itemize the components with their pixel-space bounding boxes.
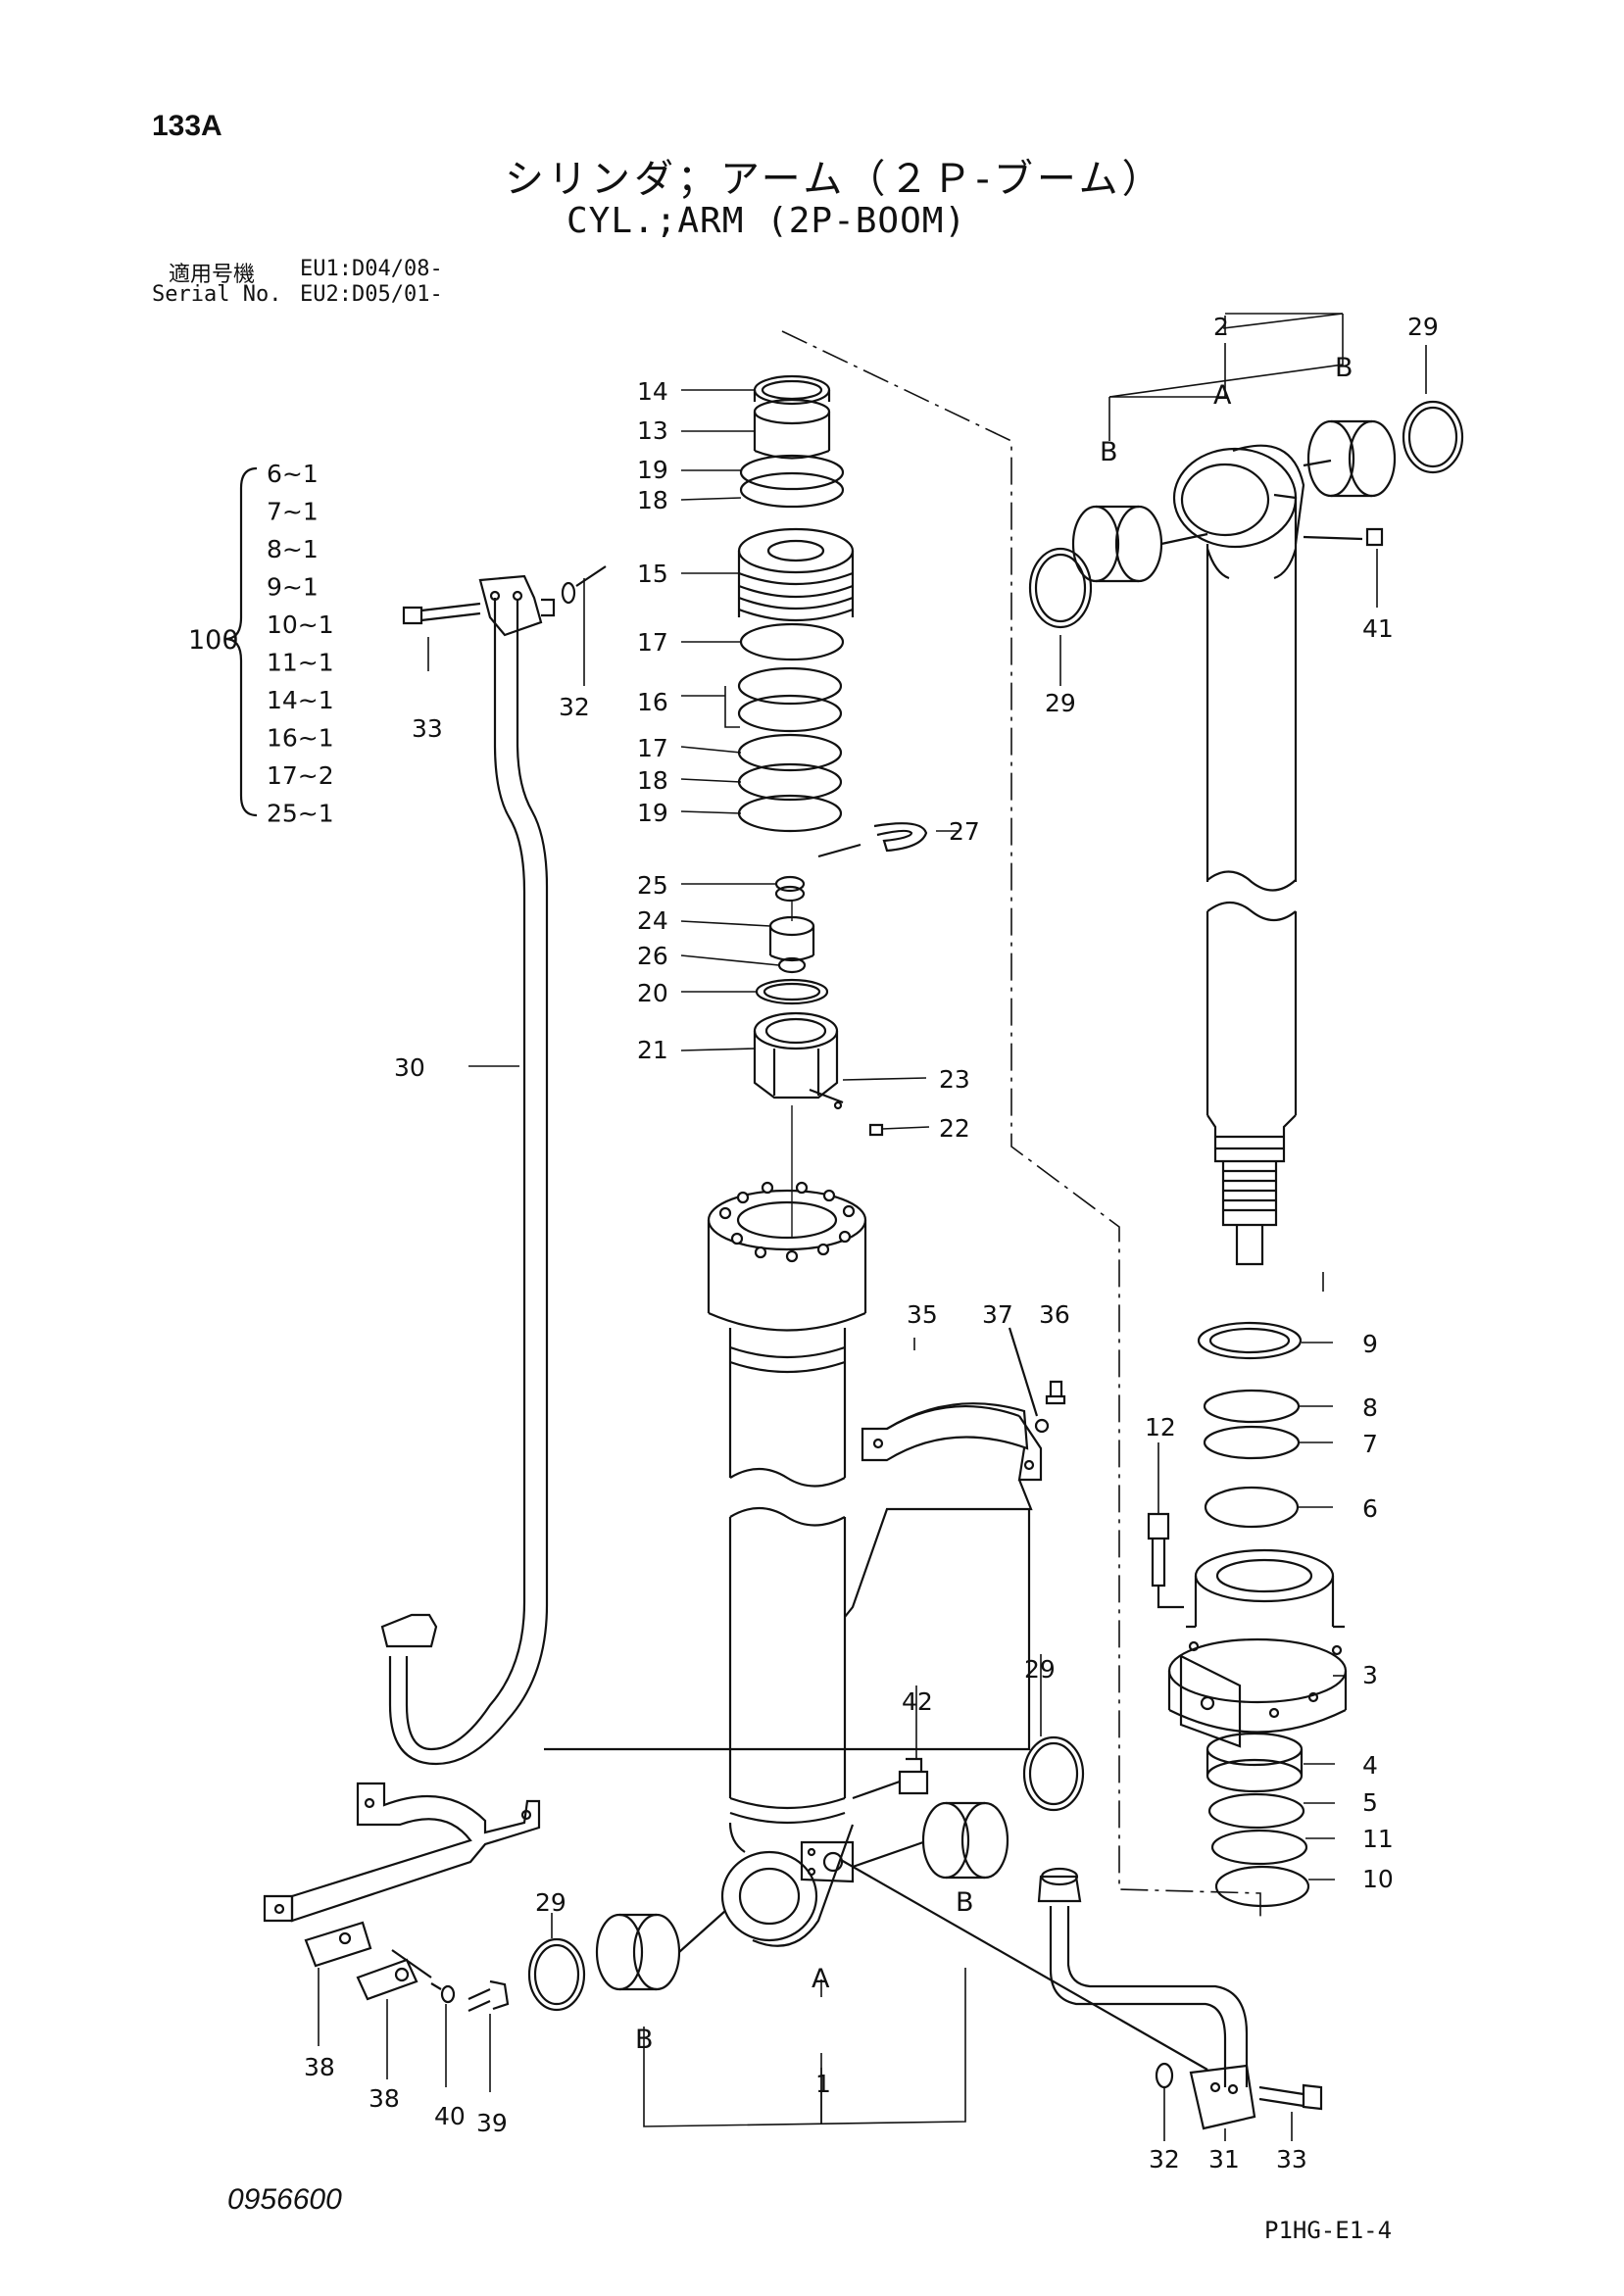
callout-33: 33 xyxy=(412,714,443,743)
callout-29a: 29 xyxy=(1407,313,1439,341)
callout-18: 18 xyxy=(637,486,668,514)
cylinder-head xyxy=(1147,1512,1348,1748)
pipe-31 xyxy=(1037,1867,1323,2130)
callout-33b: 33 xyxy=(1276,2145,1307,2174)
callout-21: 21 xyxy=(637,1036,668,1064)
kit-number: 100 xyxy=(188,625,239,656)
callout-1: 1 xyxy=(815,2070,831,2098)
callout-18b: 18 xyxy=(637,766,668,795)
callout-6: 6 xyxy=(1362,1494,1378,1523)
callout-41: 41 xyxy=(1362,614,1394,643)
callout-15: 15 xyxy=(637,560,668,588)
piston-rod xyxy=(1172,444,1384,1266)
kit-item: 10~1 xyxy=(267,611,334,639)
callout-39: 39 xyxy=(476,2109,508,2137)
head-seals xyxy=(1197,1321,1303,1529)
callout-17: 17 xyxy=(637,628,668,657)
callout-10: 10 xyxy=(1362,1865,1394,1893)
kit-item: 14~1 xyxy=(267,686,334,714)
letter-b-top-right: B xyxy=(1335,353,1353,383)
letter-a-top: A xyxy=(1213,380,1232,411)
callout-27: 27 xyxy=(949,817,980,846)
assembly-dash-lines xyxy=(781,330,1324,1919)
callout-labels: 14 13 19 18 15 17 16 17 18 19 27 25 24 2… xyxy=(304,313,1439,2174)
title-english: CYL.;ARM (2P-BOOM) xyxy=(566,201,967,241)
kit-item: 6~1 xyxy=(267,460,319,488)
callout-38b: 38 xyxy=(369,2084,400,2113)
kit-item: 16~1 xyxy=(267,724,334,753)
callout-19b: 19 xyxy=(637,799,668,827)
pipe-30 xyxy=(380,565,607,1766)
callout-16: 16 xyxy=(637,688,668,716)
rod-bushings xyxy=(1028,400,1464,629)
callout-17b: 17 xyxy=(637,734,668,762)
callout-37: 37 xyxy=(982,1300,1013,1329)
callout-3: 3 xyxy=(1362,1661,1378,1689)
kit-item: 25~1 xyxy=(267,800,334,828)
callout-42: 42 xyxy=(902,1687,933,1716)
callout-24: 24 xyxy=(637,906,668,935)
callout-13: 13 xyxy=(637,416,668,445)
callout-25: 25 xyxy=(637,871,668,900)
serial-label-en: Serial No. xyxy=(152,282,282,307)
letter-b-bottom-left: B xyxy=(635,2025,654,2055)
callout-7: 7 xyxy=(1362,1430,1378,1458)
callout-2: 2 xyxy=(1213,313,1229,341)
leader-lines xyxy=(318,316,1427,2141)
callout-5: 5 xyxy=(1362,1788,1378,1817)
kit-item: 17~2 xyxy=(267,761,334,790)
kit-item: 9~1 xyxy=(267,573,319,602)
band-clamp-35 xyxy=(844,1327,1066,1618)
callout-30: 30 xyxy=(394,1053,425,1082)
callout-32: 32 xyxy=(559,693,590,721)
callout-14: 14 xyxy=(637,377,668,406)
serial-label-jp: 適用号機 xyxy=(169,263,256,287)
callout-11: 11 xyxy=(1362,1825,1394,1853)
letter-b-bottom-right: B xyxy=(956,1887,974,1918)
page-code: P1HG-E1-4 xyxy=(1264,2217,1393,2244)
callout-35: 35 xyxy=(907,1300,938,1329)
callout-12: 12 xyxy=(1145,1413,1176,1441)
callout-36: 36 xyxy=(1039,1300,1070,1329)
letter-a-bottom: A xyxy=(812,1964,830,1994)
callout-31: 31 xyxy=(1208,2145,1240,2174)
kit-bracket: 100 6~1 7~1 8~1 9~1 10~1 11~1 14~1 16~1 17~2 25~1 xyxy=(188,460,334,828)
kit-item-list: 6~1 7~1 8~1 9~1 10~1 11~1 14~1 16~1 17~2 25~1 xyxy=(267,460,334,828)
document-number: 0956600 xyxy=(227,2183,342,2216)
serial-eu2: EU2:D05/01- xyxy=(300,282,443,307)
callout-29d: 29 xyxy=(535,1888,566,1917)
callout-20: 20 xyxy=(637,979,668,1007)
callout-23: 23 xyxy=(939,1065,970,1094)
callout-38a: 38 xyxy=(304,2053,335,2081)
letter-brackets xyxy=(643,313,1344,2127)
piston-stack xyxy=(737,374,928,1137)
callout-19: 19 xyxy=(637,456,668,484)
serial-eu1: EU1:D04/08- xyxy=(300,257,443,281)
head-bottom-rings xyxy=(1206,1732,1310,1908)
stay-bracket-38 xyxy=(263,1509,1031,2013)
kit-item: 11~1 xyxy=(267,649,334,677)
callout-32b: 32 xyxy=(1149,2145,1180,2174)
cylinder-tube xyxy=(707,1181,1208,2071)
callout-29b: 29 xyxy=(1045,689,1076,717)
kit-item: 8~1 xyxy=(267,535,319,563)
callout-9: 9 xyxy=(1362,1330,1378,1358)
letter-b-top-left: B xyxy=(1100,437,1118,467)
tube-bushings xyxy=(527,1735,1085,2012)
callout-8: 8 xyxy=(1362,1393,1378,1422)
callout-29c: 29 xyxy=(1024,1655,1056,1684)
callout-22: 22 xyxy=(939,1114,970,1143)
callout-26: 26 xyxy=(637,942,668,970)
page-number: 133A xyxy=(152,110,222,142)
callout-4: 4 xyxy=(1362,1751,1378,1780)
callout-40: 40 xyxy=(434,2102,466,2130)
kit-item: 7~1 xyxy=(267,498,319,526)
title-japanese: シリンダ；アーム（２Ｐ-ブーム） xyxy=(505,157,1165,202)
